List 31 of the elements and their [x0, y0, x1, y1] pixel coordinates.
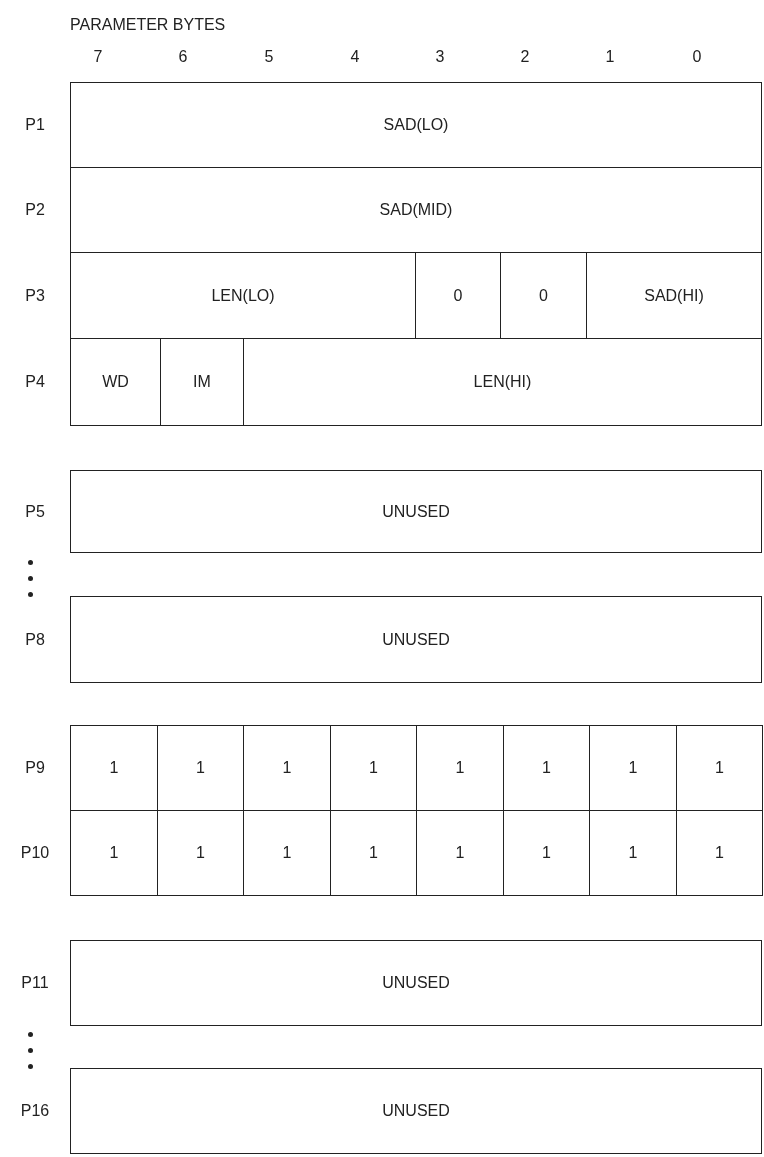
register-field: UNUSED [70, 940, 762, 1026]
row-label: P9 [24, 758, 46, 778]
row-label: P10 [19, 843, 51, 863]
register-field: SAD(LO) [70, 82, 762, 168]
bit-number: 3 [434, 47, 446, 67]
register-field: UNUSED [70, 596, 762, 683]
row-label: P16 [19, 1101, 51, 1121]
row-label: P3 [24, 285, 46, 306]
row-label: P8 [24, 629, 46, 650]
bit-number: 4 [349, 47, 361, 67]
row-label: P1 [24, 115, 46, 135]
register-field: SAD(MID) [70, 167, 762, 253]
row-label: P11 [20, 973, 50, 993]
bit-number: 2 [519, 47, 531, 67]
register-field: 1 [676, 725, 763, 811]
register-field: LEN(HI) [243, 338, 762, 426]
bit-number: 5 [263, 47, 275, 67]
register-field: UNUSED [70, 1068, 762, 1154]
bit-number: 6 [177, 47, 189, 67]
register-field: 1 [70, 725, 158, 811]
bit-number: 0 [691, 47, 703, 67]
row-label: P5 [24, 501, 46, 522]
register-field: 1 [676, 810, 763, 896]
heading: PARAMETER BYTES [70, 15, 227, 35]
row-label: P2 [24, 200, 46, 220]
register-field: UNUSED [70, 470, 762, 553]
register-field: WD [70, 338, 161, 426]
row-label: P4 [24, 372, 46, 392]
register-field: 1 [70, 810, 158, 896]
bit-number: 7 [92, 47, 104, 67]
bit-number: 1 [604, 47, 616, 67]
